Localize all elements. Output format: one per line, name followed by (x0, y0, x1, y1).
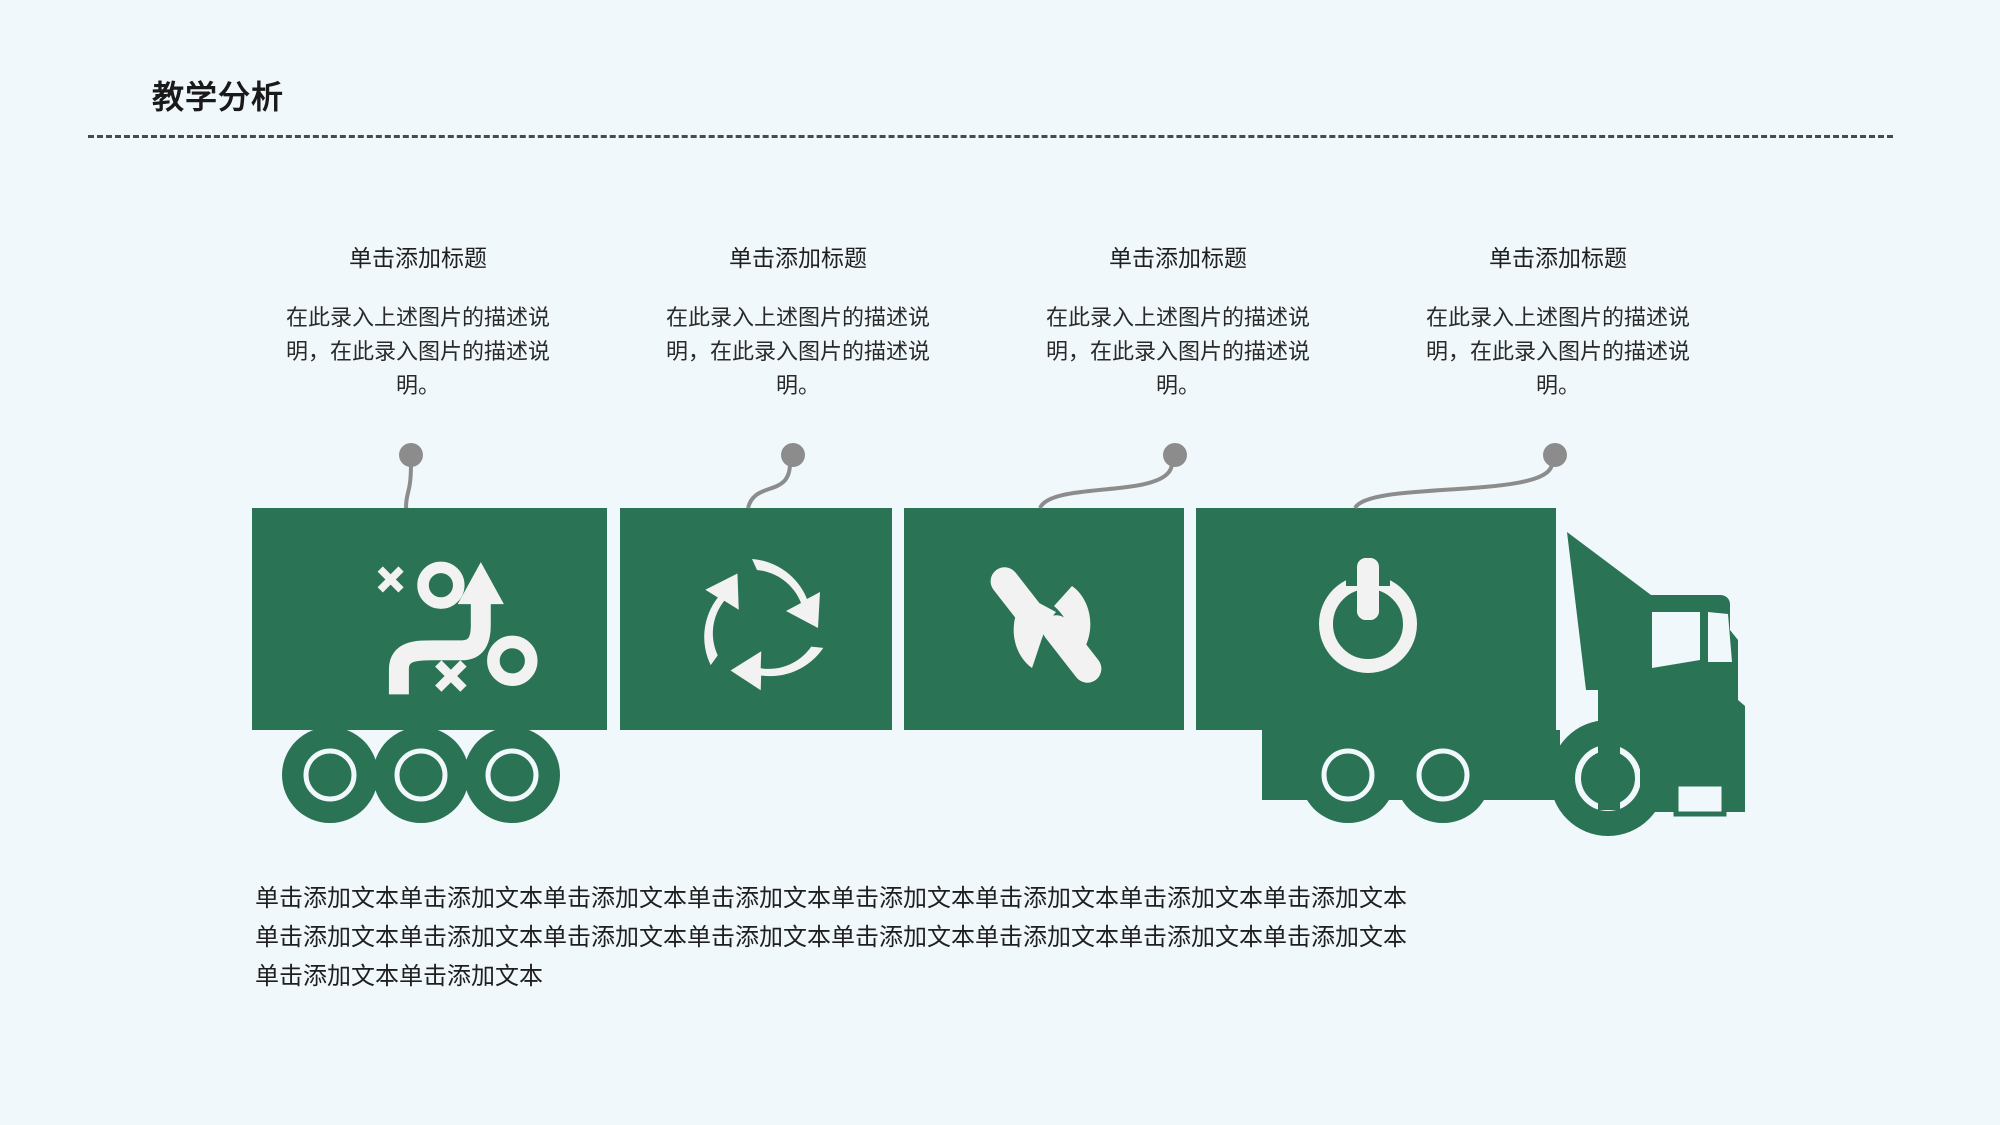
trailer-panel-4[interactable] (1196, 508, 1556, 730)
feature-title[interactable]: 单击添加标题 (1489, 245, 1627, 271)
tractor-chassis (1262, 730, 1560, 800)
header-dashed-divider (88, 135, 1893, 138)
connector-leader-4 (1353, 443, 1567, 510)
wheel (1395, 727, 1491, 823)
feature-body[interactable]: 在此录入上述图片的描述说明，在此录入图片的描述说明。 (1045, 304, 1310, 398)
feature-title[interactable]: 单击添加标题 (349, 245, 487, 271)
wheel (282, 727, 378, 823)
wheel (373, 727, 469, 823)
wheel (464, 727, 560, 823)
recycle-icon (704, 559, 824, 691)
trailer-panel-1[interactable] (252, 508, 607, 730)
connector-dot (399, 443, 423, 467)
wheel (1550, 720, 1666, 836)
feature-column-3[interactable]: 单击添加标题 在此录入上述图片的描述说明，在此录入图片的描述说明。 (1028, 245, 1328, 403)
connector-leaders (399, 443, 1567, 510)
connector-dot (1163, 443, 1187, 467)
feature-title[interactable]: 单击添加标题 (729, 245, 867, 271)
footer-paragraph[interactable]: 单击添加文本单击添加文本单击添加文本单击添加文本单击添加文本单击添加文本单击添加… (255, 885, 1407, 990)
truck-cab (1567, 532, 1745, 817)
chain-link-icon (990, 567, 1102, 683)
trailer-panel-3[interactable] (904, 508, 1184, 730)
trailer-panels (252, 508, 1556, 730)
front-wheels (1300, 720, 1666, 836)
feature-column-4[interactable]: 单击添加标题 在此录入上述图片的描述说明，在此录入图片的描述说明。 (1408, 245, 1708, 403)
wheel (1300, 727, 1396, 823)
feature-title[interactable]: 单击添加标题 (1109, 245, 1247, 271)
feature-body[interactable]: 在此录入上述图片的描述说明，在此录入图片的描述说明。 (1425, 304, 1690, 398)
power-icon (1319, 558, 1417, 673)
connector-leader-2 (746, 443, 805, 509)
feature-column-2[interactable]: 单击添加标题 在此录入上述图片的描述说明，在此录入图片的描述说明。 (648, 245, 948, 403)
rear-wheels (282, 727, 560, 823)
feature-body[interactable]: 在此录入上述图片的描述说明，在此录入图片的描述说明。 (665, 304, 930, 398)
strategy-icon (377, 561, 538, 695)
connector-leader-1 (399, 443, 423, 509)
feature-body[interactable]: 在此录入上述图片的描述说明，在此录入图片的描述说明。 (285, 304, 550, 398)
trailer-panel-2[interactable] (620, 508, 892, 730)
feature-column-1[interactable]: 单击添加标题 在此录入上述图片的描述说明，在此录入图片的描述说明。 (268, 245, 568, 403)
connector-leader-3 (1038, 443, 1187, 510)
connector-dot (781, 443, 805, 467)
page-title: 教学分析 (152, 79, 285, 115)
connector-dot (1543, 443, 1567, 467)
